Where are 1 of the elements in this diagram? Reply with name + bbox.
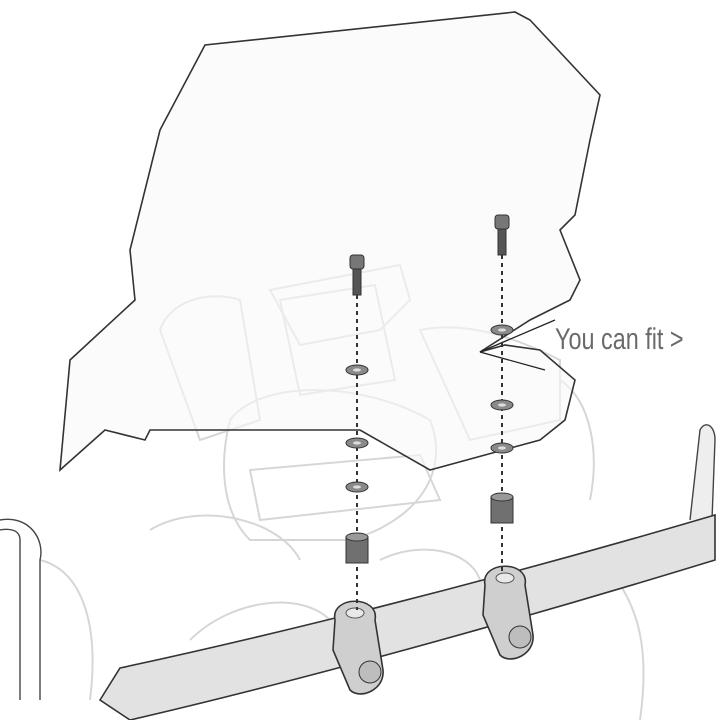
callout-text: You can fit > [555,323,684,357]
